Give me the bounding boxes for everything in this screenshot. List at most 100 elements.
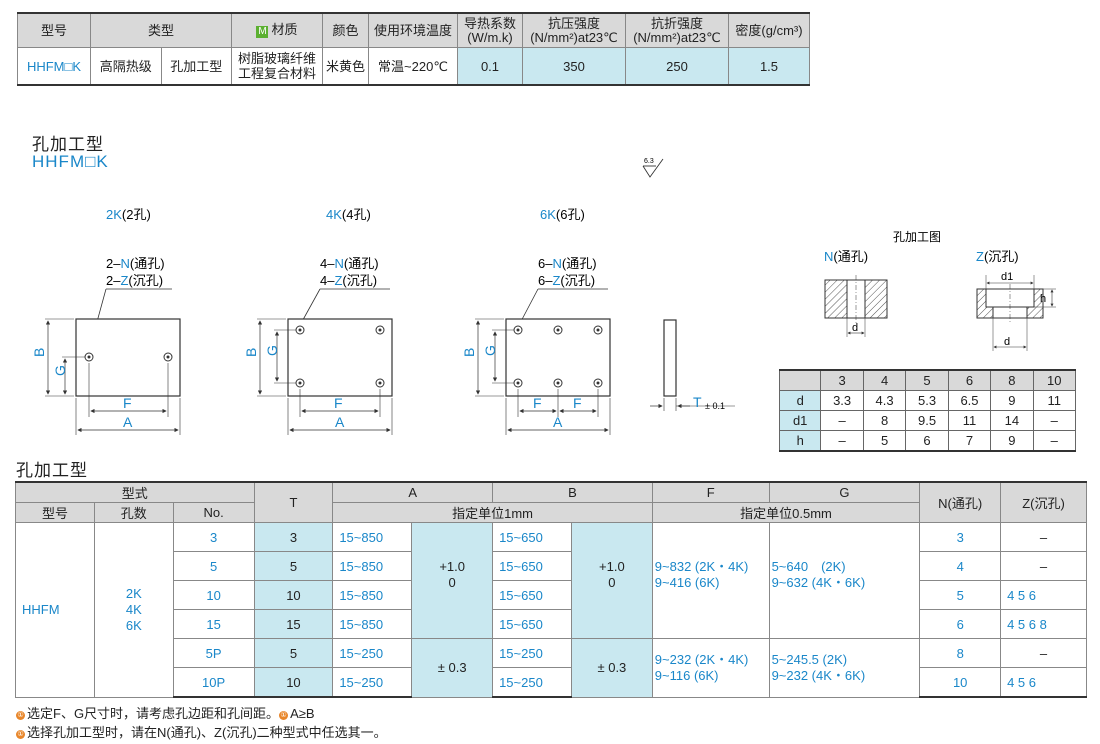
f-range-group1: 9~832 (2K・4K)9~416 (6K) xyxy=(651,522,770,639)
label-4k-z: 4–Z(沉孔) xyxy=(320,273,377,288)
n-suffix-6k: (通孔) xyxy=(562,256,597,271)
hole-n-title: N(通孔) xyxy=(824,249,868,264)
label-2k-z: 2–Z(沉孔) xyxy=(106,273,163,288)
section-code: HHFM□K xyxy=(32,152,109,171)
f-range-1b: 9~416 (6K) xyxy=(654,575,720,590)
row-z: – xyxy=(1000,638,1087,668)
label-6k-z: 6–Z(沉孔) xyxy=(538,273,595,288)
main-model: HHFM xyxy=(15,522,95,698)
tol-b1-lower: 0 xyxy=(608,575,616,590)
hole-cell: 9.5 xyxy=(905,410,949,431)
dim-g-2k: G xyxy=(52,365,68,376)
hole-n-text: (通孔) xyxy=(833,249,868,264)
compress-line2: (N/mm²)at23℃ xyxy=(530,29,618,45)
counterbore-drawing: d1 h d xyxy=(976,271,1056,351)
row-z: 4 5 6 8 xyxy=(1000,609,1087,639)
title-6k: 6K(6孔) xyxy=(540,207,585,222)
counterbore-d: d xyxy=(1004,336,1010,348)
tol-b1-upper: +1.0 xyxy=(599,559,625,574)
z-letter-6k: Z xyxy=(552,273,560,288)
n-prefix-6k: 6– xyxy=(538,256,553,271)
title-2k: 2K(2孔) xyxy=(106,207,151,222)
row-no: 5P xyxy=(172,638,255,668)
header-unit-ab: 指定单位1mm xyxy=(332,502,653,523)
row-t: 5 xyxy=(253,551,334,581)
hole-row-label: h xyxy=(778,430,822,452)
label-2k-n: 2–N(通孔) xyxy=(106,256,165,271)
g-range-1b: 9~632 (4K・6K) xyxy=(771,575,866,590)
note-2-text: 选择孔加工型时，请在N(通孔)、Z(沉孔)二种型式中任选其一。 xyxy=(27,725,387,740)
dim-f-4k: F xyxy=(334,395,343,411)
hole-z-text: (沉孔) xyxy=(984,249,1019,264)
plate-drawings: 2K(2孔) 2–N(通孔) 2–Z(沉孔) B G F A 4K(4孔) 4–… xyxy=(31,207,735,435)
dim-f1-6k: F xyxy=(533,395,542,411)
spec-header-bend: 抗折强度(N/mm²)at23℃ xyxy=(625,12,729,48)
z-prefix-4k: 4– xyxy=(320,273,335,288)
roughness-value: 6.3 xyxy=(644,158,654,165)
spec-header-density: 密度(g/cm³) xyxy=(728,12,810,48)
hole-size: 8 xyxy=(990,369,1034,391)
hole-count-4k: 4K xyxy=(125,601,142,617)
hole-size: 3 xyxy=(820,369,864,391)
tol-a-group2: ± 0.3 xyxy=(411,638,494,698)
row-n: 6 xyxy=(919,609,1002,639)
row-n: 10 xyxy=(919,667,1002,698)
dim-b-4k: B xyxy=(243,348,259,357)
main-table-title: 孔加工型 xyxy=(16,461,88,480)
row-a: 15~250 xyxy=(332,667,413,698)
note-1-text: 选定F、G尺寸时，请考虑孔边距和孔间距。 xyxy=(27,706,280,721)
dim-f-2k: F xyxy=(123,395,132,411)
title-4k-rest: (4孔) xyxy=(342,207,371,222)
label-6k-n: 6–N(通孔) xyxy=(538,256,597,271)
drawing-side-view: T ± 0.1 xyxy=(650,319,735,411)
hole-cell: 8 xyxy=(862,410,907,431)
row-t: 10 xyxy=(253,580,334,610)
spec-compress: 350 xyxy=(522,47,626,86)
n-prefix-2k: 2– xyxy=(106,256,121,271)
section-title: 孔加工型 xyxy=(32,135,104,154)
row-b: 15~650 xyxy=(492,609,572,639)
hole-cell: 6 xyxy=(905,430,949,452)
dim-f2-6k: F xyxy=(573,395,582,411)
row-b: 15~650 xyxy=(492,551,572,581)
g-range-group2: 5~245.5 (2K)9~232 (4K・6K) xyxy=(768,638,921,698)
row-a: 15~850 xyxy=(332,609,413,639)
thermal-line1: 导热系数 xyxy=(463,15,516,31)
compress-line1: 抗压强度 xyxy=(547,15,600,31)
hole-row-label: d1 xyxy=(778,410,822,431)
header-b: B xyxy=(492,481,653,503)
label-4k-n: 4–N(通孔) xyxy=(320,256,379,271)
roughness-symbol: 6.3 xyxy=(642,158,664,178)
hole-cell: 5 xyxy=(862,430,907,452)
hole-cell: – xyxy=(820,410,864,431)
hole-count-6k: 6K xyxy=(125,617,142,633)
note-mark-icon: ① xyxy=(279,711,289,720)
n-letter-2k: N xyxy=(120,256,129,271)
hole-size: 10 xyxy=(1032,369,1077,391)
row-n: 4 xyxy=(919,551,1002,581)
hole-diagram-title: 孔加工图 xyxy=(893,230,941,244)
row-no: 3 xyxy=(172,522,255,552)
z-prefix-6k: 6– xyxy=(538,273,553,288)
hole-count-2k: 2K xyxy=(125,585,142,601)
row-z: 4 5 6 xyxy=(1000,580,1087,610)
f-range-2b: 9~116 (6K) xyxy=(654,667,719,683)
spec-header-color: 颜色 xyxy=(322,12,369,48)
row-n: 8 xyxy=(919,638,1002,668)
row-no: 10P xyxy=(172,667,255,698)
z-suffix-4k: (沉孔) xyxy=(342,273,377,288)
header-a: A xyxy=(332,481,494,503)
drawing-6k: 6K(6孔) 6–N(通孔) 6–Z(沉孔) B G F F A xyxy=(461,207,611,435)
spec-color: 米黄色 xyxy=(322,47,369,86)
tol-a1-upper: +1.0 xyxy=(439,559,465,574)
spec-header-compress: 抗压强度(N/mm²)at23℃ xyxy=(522,12,626,48)
material-badge: M xyxy=(256,26,269,38)
spec-header-thermal: 导热系数(W/m.k) xyxy=(457,12,523,48)
hole-n-letter: N xyxy=(824,249,833,264)
row-no: 15 xyxy=(172,609,255,639)
header-t: T xyxy=(253,481,334,523)
header-g: G xyxy=(768,481,921,503)
